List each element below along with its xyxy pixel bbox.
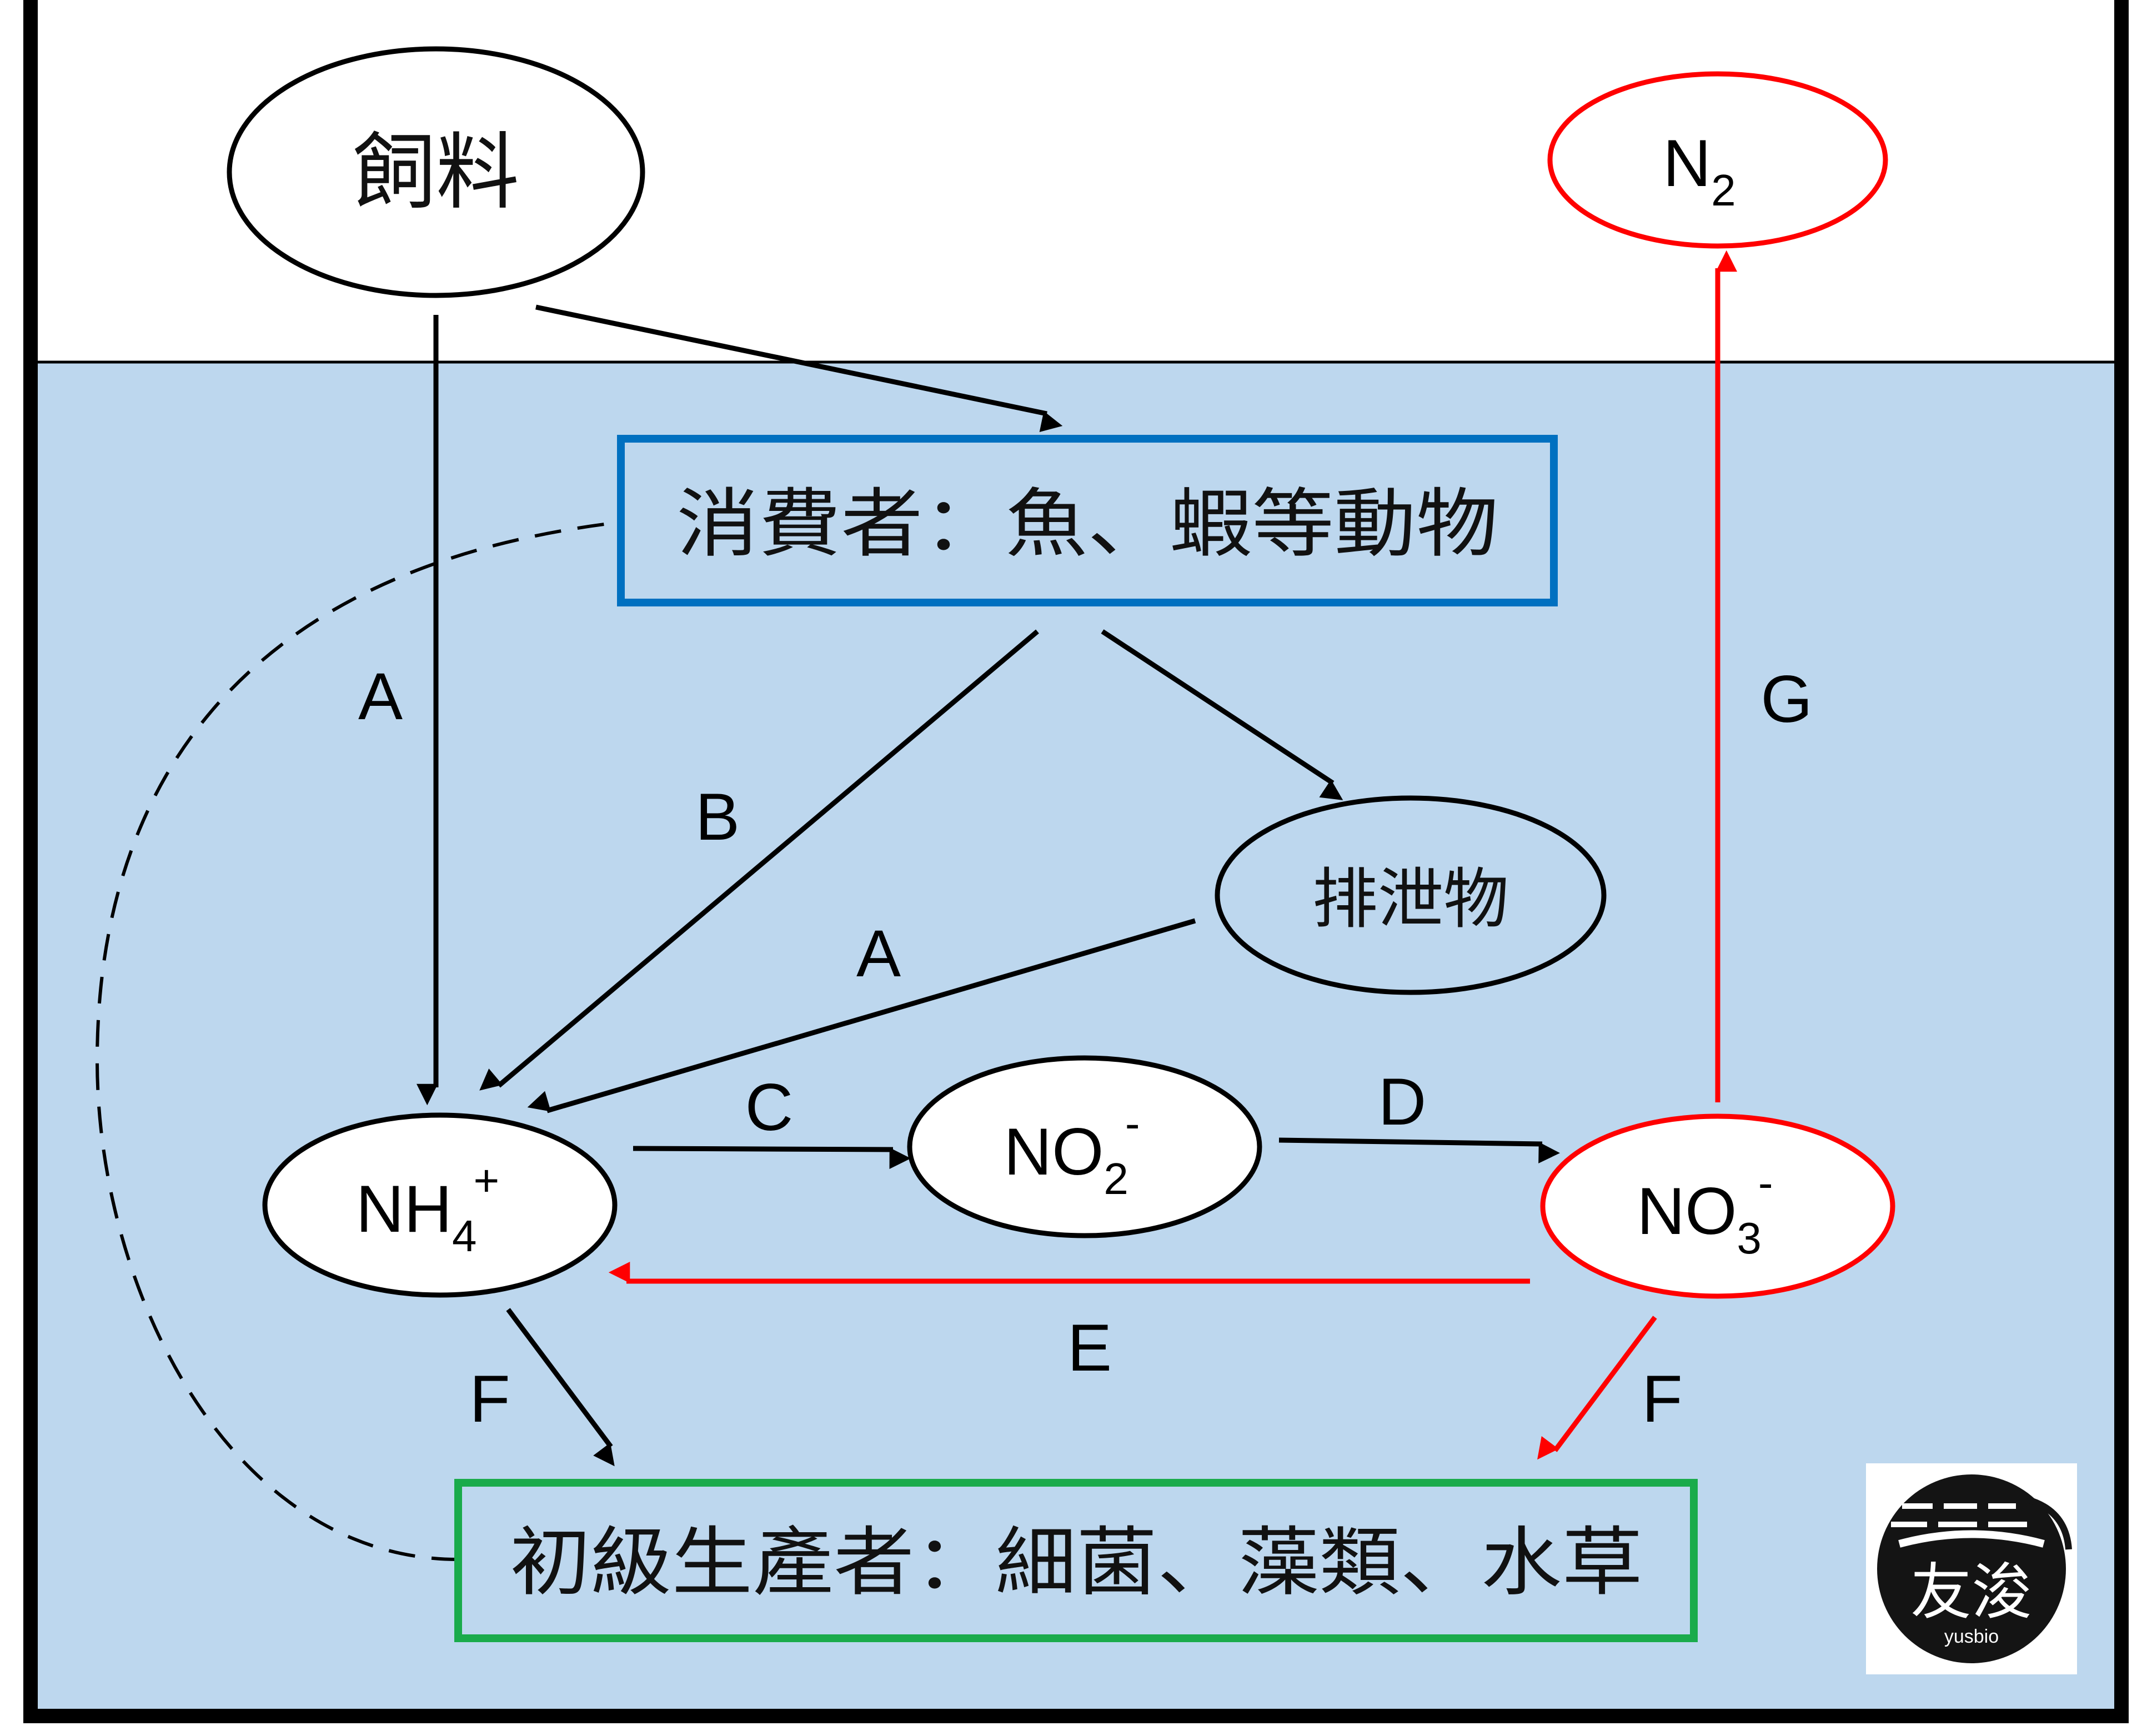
node-no3: NO3 - [1540, 1113, 1895, 1299]
edge-label-d: D [1378, 1065, 1427, 1139]
edge-label-a-mid: A [856, 916, 901, 991]
arrow-excrement-to-nh4 [527, 918, 1196, 1113]
no2-main: NO [1004, 1115, 1103, 1189]
tank-outline [23, 0, 2129, 1723]
node-excrement-label: 排泄物 [1312, 861, 1509, 937]
producers-box: 初級生產者：細菌、藻類、水草 [454, 1479, 1698, 1642]
edge-label-a-left: A [358, 659, 403, 734]
edge-label-f-right: F [1642, 1362, 1682, 1436]
edge-label-b: B [695, 780, 740, 854]
arrow-producers-to-consumers-dashed [95, 520, 641, 1561]
consumers-box: 消費者：魚、蝦等動物 [617, 435, 1558, 606]
edge-label-c: C [745, 1070, 794, 1145]
consumers-label: 消費者：魚、蝦等動物 [676, 480, 1498, 568]
svg-text:NH4+: NH4 + [356, 1156, 500, 1261]
yusbio-logo: 友浚 yusbio [1866, 1463, 2077, 1674]
edge-label-f-left: F [469, 1362, 510, 1436]
nh4-main: NH [356, 1172, 452, 1246]
arrow-consumers-to-excrement [1101, 629, 1343, 800]
node-n2: N2 [1547, 71, 1888, 249]
arrow-consumers-to-nh4 [479, 629, 1039, 1091]
svg-text:NO2-: NO2 - [1004, 1098, 1140, 1203]
node-feed-label: 飼料 [353, 124, 519, 221]
producers-label: 初級生產者：細菌、藻類、水草 [510, 1519, 1643, 1606]
arrow-nh4-to-producers [506, 1308, 615, 1467]
edge-label-g: G [1760, 662, 1812, 736]
arrow-no3-to-producers [1537, 1316, 1657, 1460]
svg-text:N2: N2 [1663, 126, 1735, 215]
svg-text:NO3-: NO3 - [1637, 1158, 1773, 1263]
arrow-feed-to-consumers [535, 304, 1063, 432]
n2-main: N [1663, 126, 1711, 200]
node-feed: 飼料 [227, 46, 645, 298]
no2-sub: 2 [1103, 1154, 1128, 1203]
no3-sup: - [1758, 1158, 1773, 1207]
logo-sub: yusbio [1944, 1626, 1999, 1647]
node-no2: NO2 - [907, 1055, 1262, 1238]
arrow-no2-to-no3 [1278, 1137, 1560, 1163]
no3-sub: 3 [1737, 1213, 1762, 1263]
node-nh4: NH4 + [262, 1112, 618, 1298]
arrow-nh4-to-no2 [633, 1146, 911, 1169]
nh4-sup: + [474, 1156, 500, 1205]
no2-sup: - [1125, 1098, 1140, 1148]
no3-main: NO [1637, 1174, 1737, 1248]
logo-name: 友浚 [1910, 1557, 2033, 1628]
n2-sub: 2 [1711, 165, 1736, 215]
node-excrement: 排泄物 [1215, 795, 1607, 995]
edge-label-e: E [1067, 1311, 1112, 1385]
nh4-sub: 4 [452, 1211, 477, 1261]
